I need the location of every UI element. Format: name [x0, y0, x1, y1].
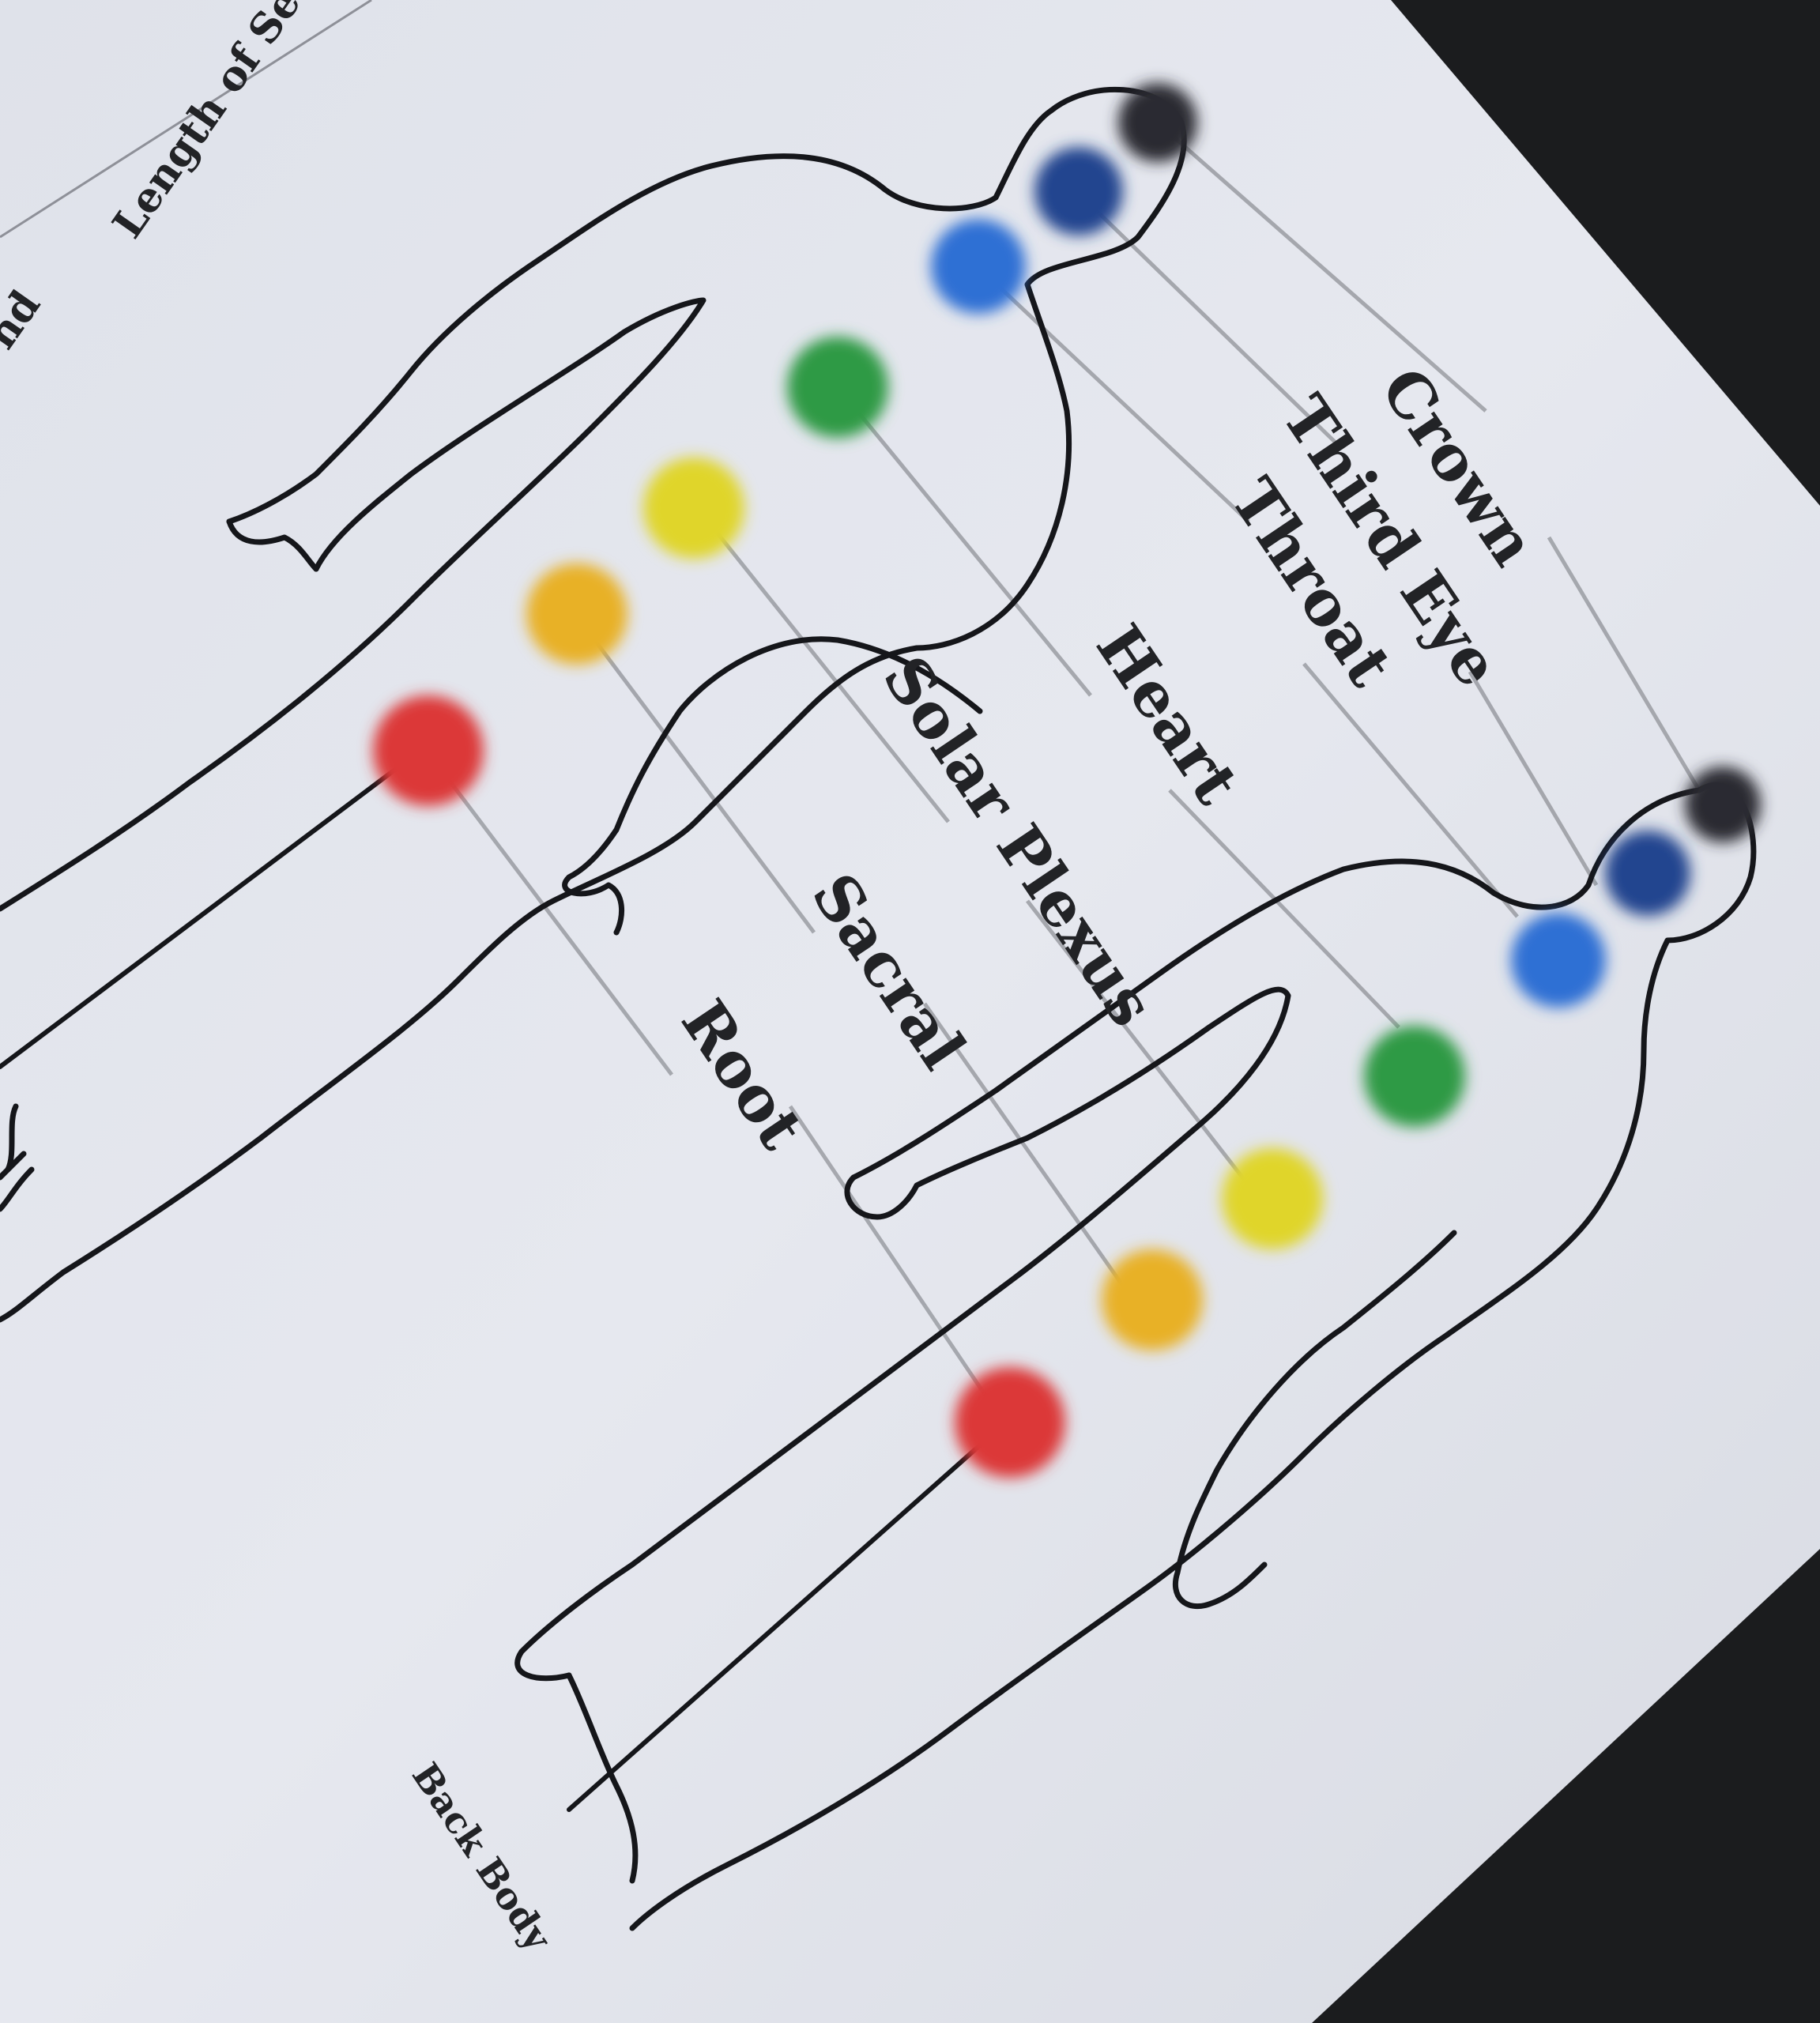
header-rule [0, 0, 372, 239]
back-third-eye-dot [1605, 831, 1690, 916]
front-sacral-dot [526, 563, 627, 665]
front-root-dot [373, 695, 484, 806]
front-third-eye-dot [1034, 147, 1123, 235]
back-chakra-dots [955, 767, 1761, 1478]
front-heart-dot [787, 337, 888, 438]
front-body-figure [0, 86, 1187, 1323]
back-body-figure [514, 782, 1757, 1931]
back-sacral-dot [1102, 1249, 1203, 1351]
back-throat-dot [1511, 913, 1606, 1008]
front-throat-dot [931, 219, 1026, 314]
back-root-dot [955, 1367, 1065, 1478]
front-chakra-dots [373, 83, 1197, 806]
leader-lines [425, 125, 1701, 1424]
back-heart-dot [1364, 1026, 1465, 1127]
front-crown-dot [1118, 83, 1197, 162]
front-solar-plexus-dot [643, 458, 744, 559]
back-crown-dot [1685, 767, 1761, 842]
back-solar-plexus-dot [1222, 1148, 1323, 1249]
